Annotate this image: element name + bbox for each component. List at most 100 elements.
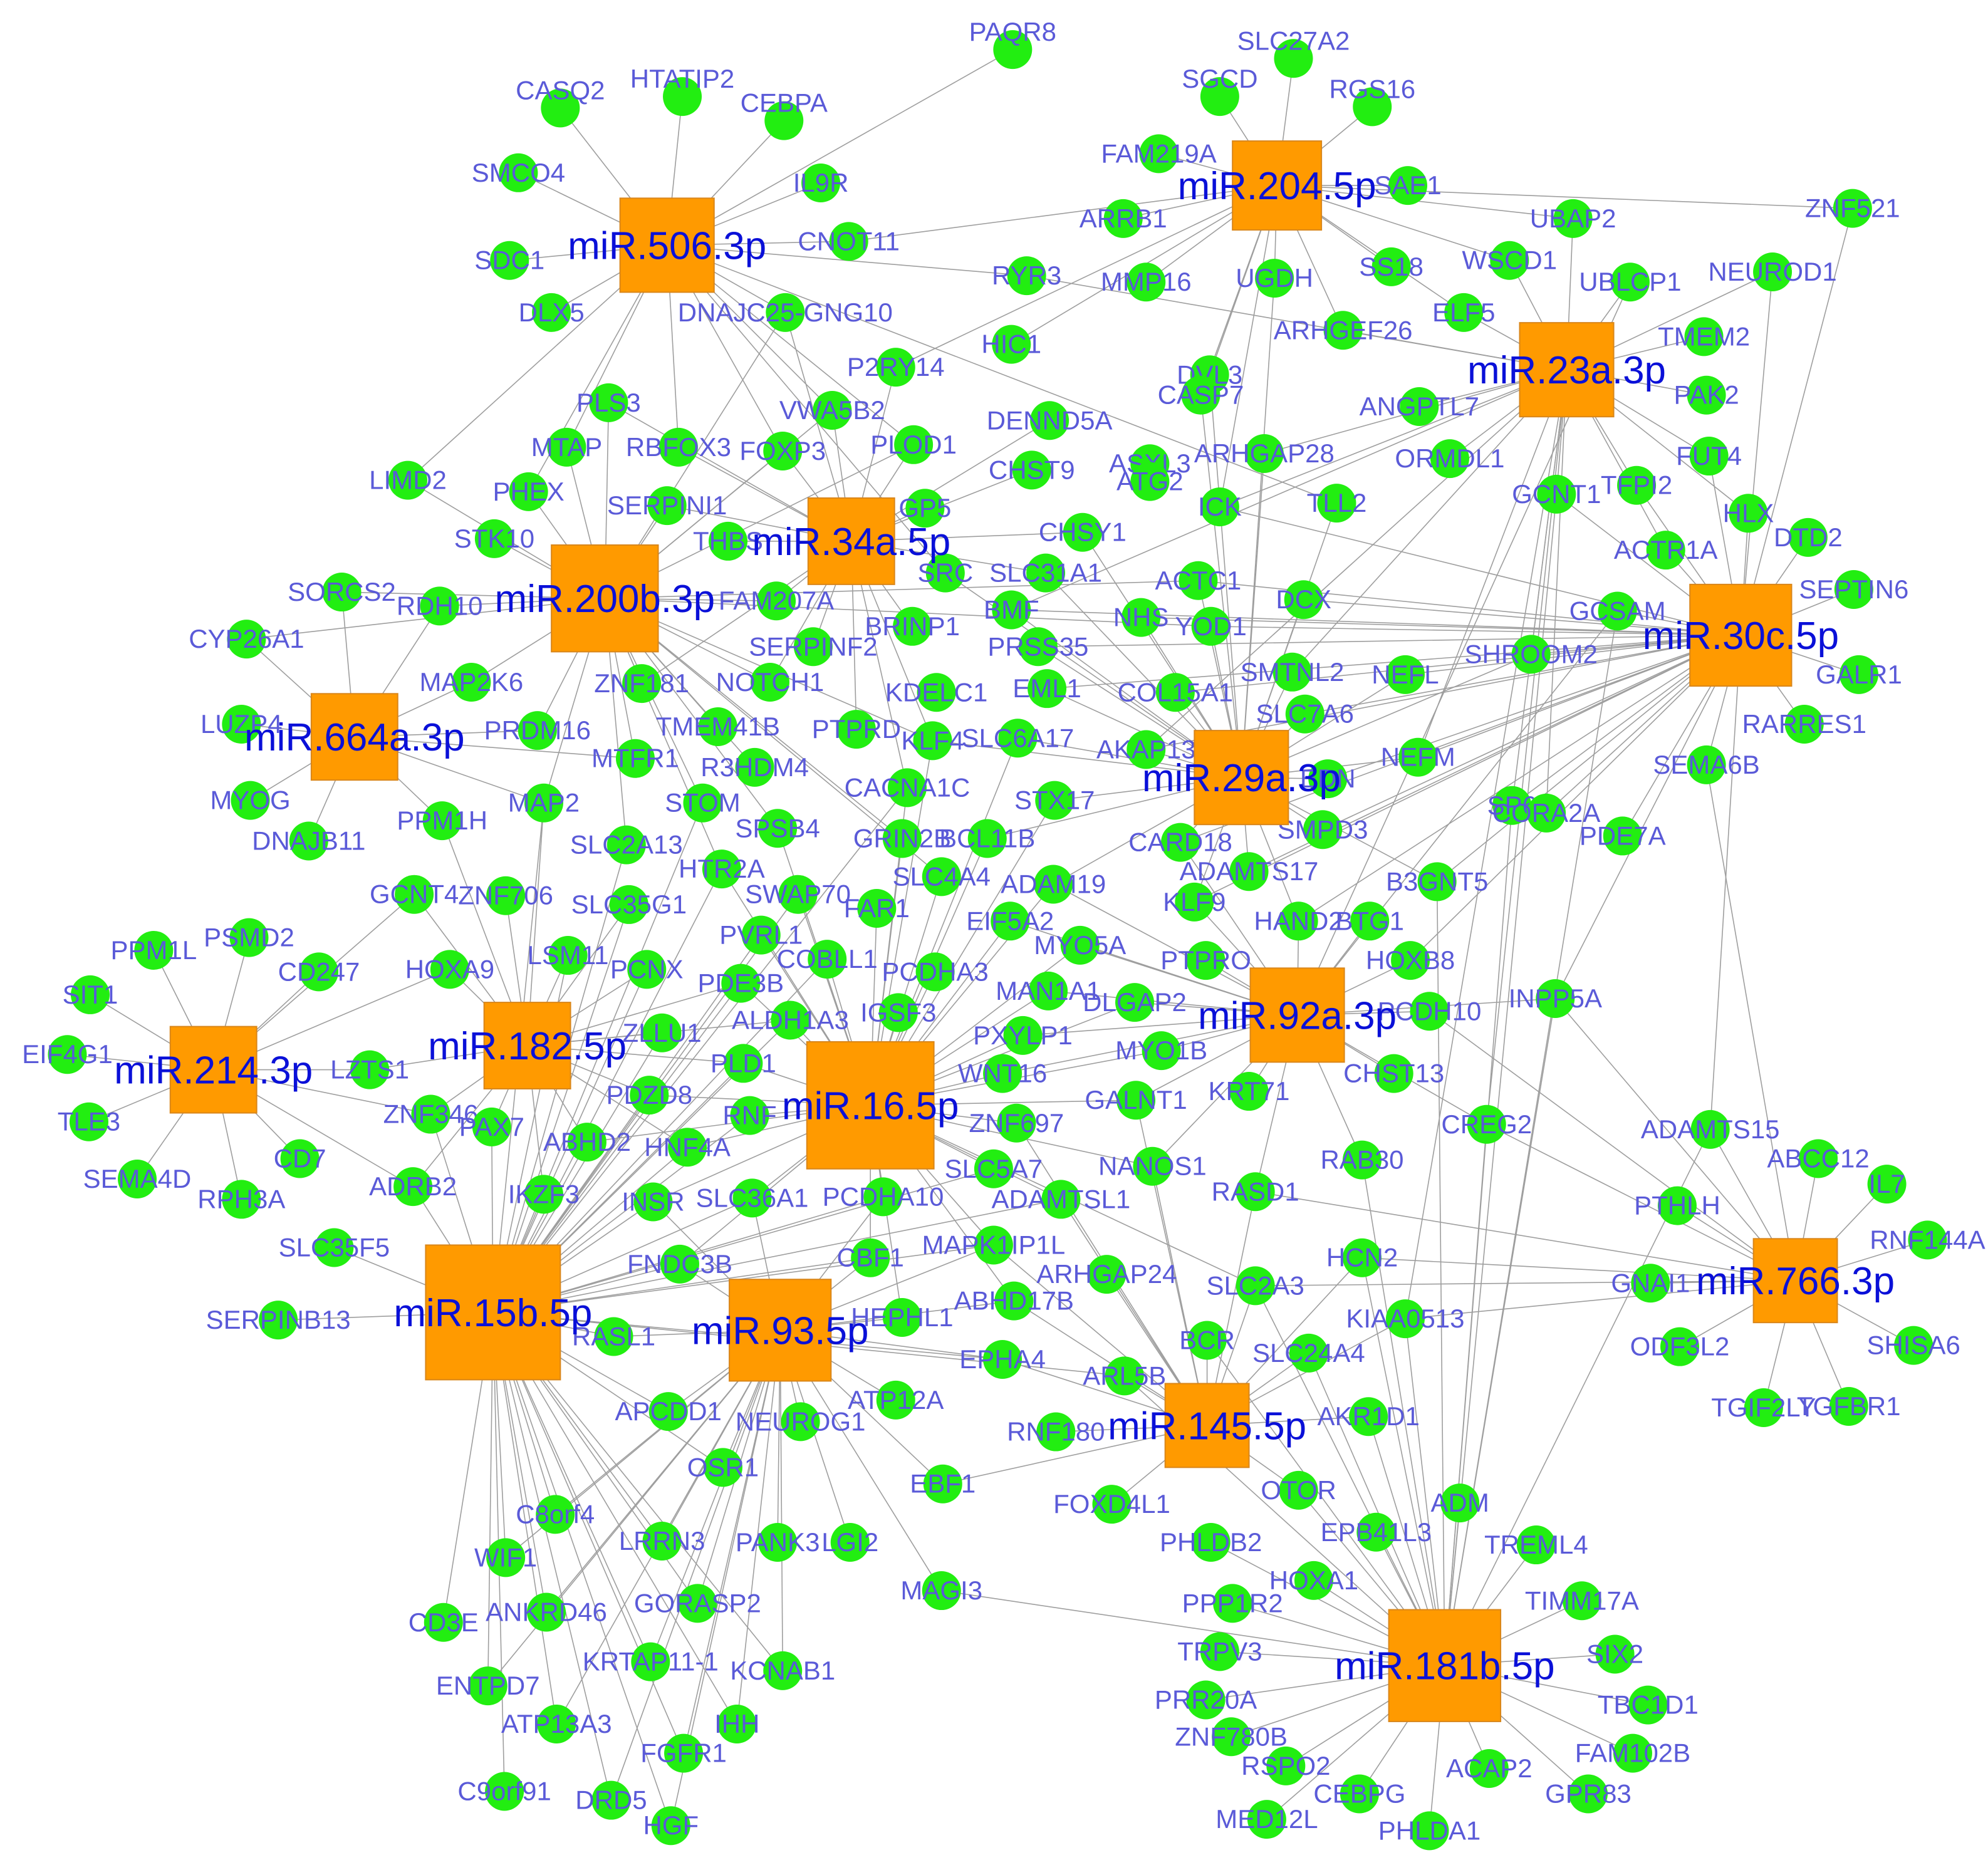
gene-node-nhs[interactable]: NHS [1113,598,1169,637]
gene-node-epha4[interactable]: EPHA4 [959,1339,1046,1379]
gene-node-kiaa0513[interactable]: KIAA0513 [1346,1299,1465,1339]
gene-node-hlx[interactable]: HLX [1723,494,1774,533]
mirna-node-mir-182-5p[interactable]: miR.182.5p [428,1002,627,1089]
gene-node-lsm11[interactable]: LSM11 [528,936,609,975]
gene-node-cbf1[interactable]: CBF1 [837,1238,904,1277]
gene-node-actr1a[interactable]: ACTR1A [1614,531,1718,570]
gene-node-magi3[interactable]: MAGI3 [900,1571,982,1611]
gene-node-atg2[interactable]: ATG2 [1116,462,1184,501]
mirna-node-mir-34a-5p[interactable]: miR.34a.5p [752,497,950,585]
gene-node-timm17a[interactable]: TIMM17A [1525,1581,1639,1621]
gene-node-sema6b[interactable]: SEMA6B [1653,745,1760,784]
gene-node-cyp26a1[interactable]: CYP26A1 [189,620,304,659]
gene-node-pank3[interactable]: PANK3 [736,1522,820,1562]
gene-node-eif5a2[interactable]: EIF5A2 [966,901,1054,941]
gene-node-mapk1ip1l[interactable]: MAPK1IP1L [922,1225,1065,1265]
gene-node-serpinf2[interactable]: SERPINF2 [749,627,878,667]
gene-node-neurog1[interactable]: NEUROG1 [736,1402,866,1441]
gene-node-pthlh[interactable]: PTHLH [1634,1186,1720,1225]
gene-node-cebpa[interactable]: CEBPA [741,88,828,140]
gene-node-spsb4[interactable]: SPSB4 [735,809,820,848]
gene-node-ptprd[interactable]: PTPRD [812,710,901,749]
gene-node-rbfox3[interactable]: RBFOX3 [626,427,731,467]
gene-node-nefm[interactable]: NEFM [1381,737,1455,777]
mirna-node-mir-766-3p[interactable]: miR.766.3p [1696,1238,1895,1324]
gene-node-slc27a2[interactable]: SLC27A2 [1237,26,1350,78]
gene-node-tmem41b[interactable]: TMEM41B [656,707,780,747]
gene-node-dtd2[interactable]: DTD2 [1774,517,1843,557]
gene-node-pld1[interactable]: PLD1 [710,1044,776,1083]
gene-node-ankrd46[interactable]: ANKRD46 [486,1592,607,1632]
mirna-node-mir-30c-5p[interactable]: miR.30c.5p [1643,583,1840,687]
gene-node-ikzf3[interactable]: IKZF3 [508,1175,580,1214]
gene-node-cobll1[interactable]: COBLL1 [777,940,878,979]
gene-node-arhgap28[interactable]: ARHGAP28 [1194,434,1335,473]
gene-node-btg1[interactable]: BTG1 [1335,901,1404,941]
gene-node-hic1[interactable]: HIC1 [981,325,1041,364]
gene-node-igsf3[interactable]: IGSF3 [860,993,936,1032]
gene-node-gpr83[interactable]: GPR83 [1545,1774,1632,1814]
gene-node-sema4d[interactable]: SEMA4D [83,1159,192,1198]
gene-node-krtap11-1[interactable]: KRTAP11-1 [583,1642,719,1681]
gene-node-card18[interactable]: CARD18 [1128,823,1232,862]
gene-node-cnot11[interactable]: CNOT11 [798,222,900,261]
gene-node-htatip2[interactable]: HTATIP2 [630,64,734,117]
gene-node-drd5[interactable]: DRD5 [575,1780,647,1820]
gene-node-fam219a[interactable]: FAM219A [1101,134,1217,174]
gene-node-tfpi2[interactable]: TFPI2 [1601,465,1672,505]
gene-node-acap2[interactable]: ACAP2 [1446,1748,1533,1788]
gene-node-krt71[interactable]: KRT71 [1209,1072,1290,1111]
gene-node-fam207a[interactable]: FAM207A [719,581,834,621]
gene-node-mtfr1[interactable]: MTFR1 [591,739,679,778]
gene-node-slc5a7[interactable]: SLC5A7 [945,1149,1043,1188]
gene-node-phlda1[interactable]: PHLDA1 [1378,1811,1481,1851]
gene-node-slc6a17[interactable]: SLC6A17 [962,719,1075,758]
gene-node-adam19[interactable]: ADAM19 [1001,865,1106,904]
gene-node-serpinb13[interactable]: SERPINB13 [206,1301,351,1340]
gene-node-fgfr1[interactable]: FGFR1 [640,1733,727,1773]
gene-node-src[interactable]: SRC [917,553,973,593]
gene-node-rgs16[interactable]: RGS16 [1329,74,1415,127]
gene-node-phex[interactable]: PHEX [492,472,565,511]
gene-node-rasd1[interactable]: RASD1 [1212,1172,1299,1212]
gene-node-edn[interactable]: EDN [1300,759,1356,799]
gene-node-sae1[interactable]: SAE1 [1374,166,1442,205]
gene-node-ick[interactable]: ICK [1198,487,1242,527]
gene-node-hephl1[interactable]: HEPHL1 [851,1298,954,1338]
gene-node-galr1[interactable]: GALR1 [1816,655,1902,694]
gene-node-pcdha10[interactable]: PCDHA10 [823,1177,944,1217]
gene-node-notch1[interactable]: NOTCH1 [716,663,825,702]
gene-node-otor[interactable]: OTOR [1261,1470,1336,1510]
gene-node-hand2[interactable]: HAND2 [1254,901,1343,941]
gene-node-cd3e[interactable]: CD3E [409,1602,479,1642]
gene-node-rph3a[interactable]: RPH3A [197,1180,285,1219]
gene-node-bmf[interactable]: BMF [984,590,1039,630]
gene-node-phldb2[interactable]: PHLDB2 [1160,1522,1262,1562]
gene-node-rnf144a[interactable]: RNF144A [1870,1220,1985,1260]
gene-node-adamts17[interactable]: ADAMTS17 [1180,852,1319,891]
gene-node-elf5[interactable]: ELF5 [1432,293,1495,332]
gene-node-pdzd8[interactable]: PDZD8 [606,1076,692,1115]
gene-node-slc4a4[interactable]: SLC4A4 [893,857,991,896]
gene-node-eml1[interactable]: EML1 [1012,669,1081,709]
mirna-node-mir-93-5p[interactable]: miR.93.5p [692,1279,869,1382]
gene-node-gcsam[interactable]: GCSAM [1569,591,1666,631]
gene-node-fndc3b[interactable]: FNDC3B [627,1244,732,1284]
gene-node-ryr3[interactable]: RYR3 [992,256,1061,296]
gene-node-hcn2[interactable]: HCN2 [1326,1238,1398,1277]
mirna-node-mir-664a-3p[interactable]: miR.664a.3p [244,693,465,781]
gene-node-treml4[interactable]: TREML4 [1484,1525,1588,1565]
gene-node-abhd17b[interactable]: ABHD17B [954,1281,1074,1321]
gene-node-hoxb8[interactable]: HOXB8 [1366,941,1455,980]
gene-node-ublcp1[interactable]: UBLCP1 [1579,262,1682,302]
gene-node-osr1[interactable]: OSR1 [687,1448,759,1487]
gene-node-wscd1[interactable]: WSCD1 [1462,241,1557,280]
gene-node-ppm1h[interactable]: PPM1H [397,801,487,841]
gene-node-pcnx[interactable]: PCNX [610,950,684,989]
mirna-node-mir-92a-3p[interactable]: miR.92a.3p [1198,967,1397,1063]
mirna-node-mir-181b-5p[interactable]: miR.181b.5p [1335,1609,1555,1722]
gene-node-p2ry14[interactable]: P2RY14 [847,348,945,387]
gene-node-mmp16[interactable]: MMP16 [1101,262,1192,302]
gene-node-hgf[interactable]: HGF [643,1806,699,1846]
mirna-node-mir-15b-5p[interactable]: miR.15b.5p [393,1244,592,1381]
